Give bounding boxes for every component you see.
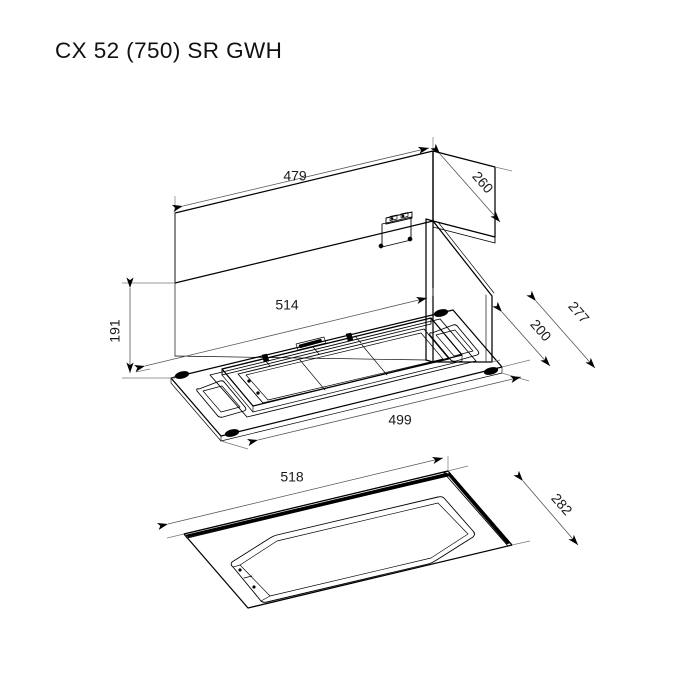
cabinet-enclosure [174,150,496,363]
junction-box [378,211,413,249]
dimension-191: 191 [107,277,175,379]
handle-slot-right [429,324,480,362]
dimension-514: 514 [133,288,434,373]
dim-191-label: 191 [107,319,123,343]
dim-499-label: 499 [388,412,412,428]
dim-277-label: 277 [565,298,593,326]
handle-slot-left [196,380,247,418]
dim-518-label: 518 [280,469,304,485]
dimension-260: 260 [430,143,513,223]
dim-282-label: 282 [548,490,576,518]
lower-glass-panel-view: 518 282 [156,456,579,609]
mounting-clips [174,309,499,437]
page-title: CX 52 (750) SR GWH [55,38,283,63]
dim-200-label: 200 [527,316,555,344]
dimension-479: 479 [171,137,434,283]
dimension-499: 499 [220,372,530,450]
dimension-200: 200 [491,301,555,367]
glass-panel [183,470,513,609]
dim-514-label: 514 [275,297,299,313]
upper-isometric-view: 479 260 191 514 277 [107,137,596,450]
dim-479-label: 479 [283,168,307,184]
dimension-518: 518 [156,456,449,539]
hood-body [221,317,463,413]
